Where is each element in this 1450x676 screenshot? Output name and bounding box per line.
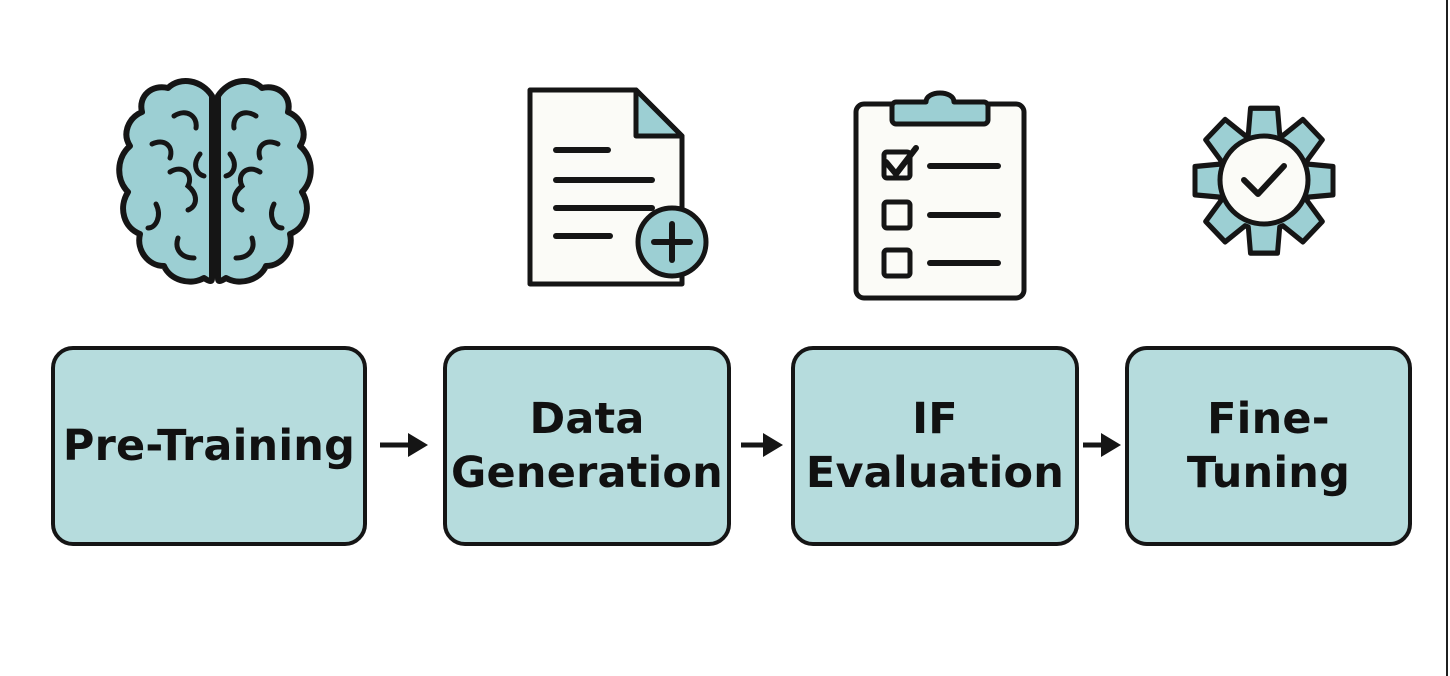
right-edge-border [1446, 0, 1448, 676]
document-add-icon [524, 86, 712, 292]
step-if-evaluation: IF Evaluation [791, 346, 1079, 546]
step-fine-tuning: Fine- Tuning [1125, 346, 1412, 546]
step-pre-training: Pre-Training [51, 346, 367, 546]
arrow-right-icon [739, 430, 785, 460]
arrow-right-icon [378, 430, 430, 460]
step-label-fine-tuning: Fine- Tuning [1186, 394, 1351, 498]
brain-icon [112, 72, 318, 292]
step-label-data-generation: Data Generation [451, 394, 723, 498]
arrow-right-icon [1081, 430, 1123, 460]
step-label-if-evaluation: IF Evaluation [805, 394, 1065, 498]
clipboard-checklist-icon [852, 86, 1028, 302]
step-label-pre-training: Pre-Training [62, 421, 356, 471]
gear-check-icon [1172, 84, 1356, 270]
step-data-generation: Data Generation [443, 346, 731, 546]
